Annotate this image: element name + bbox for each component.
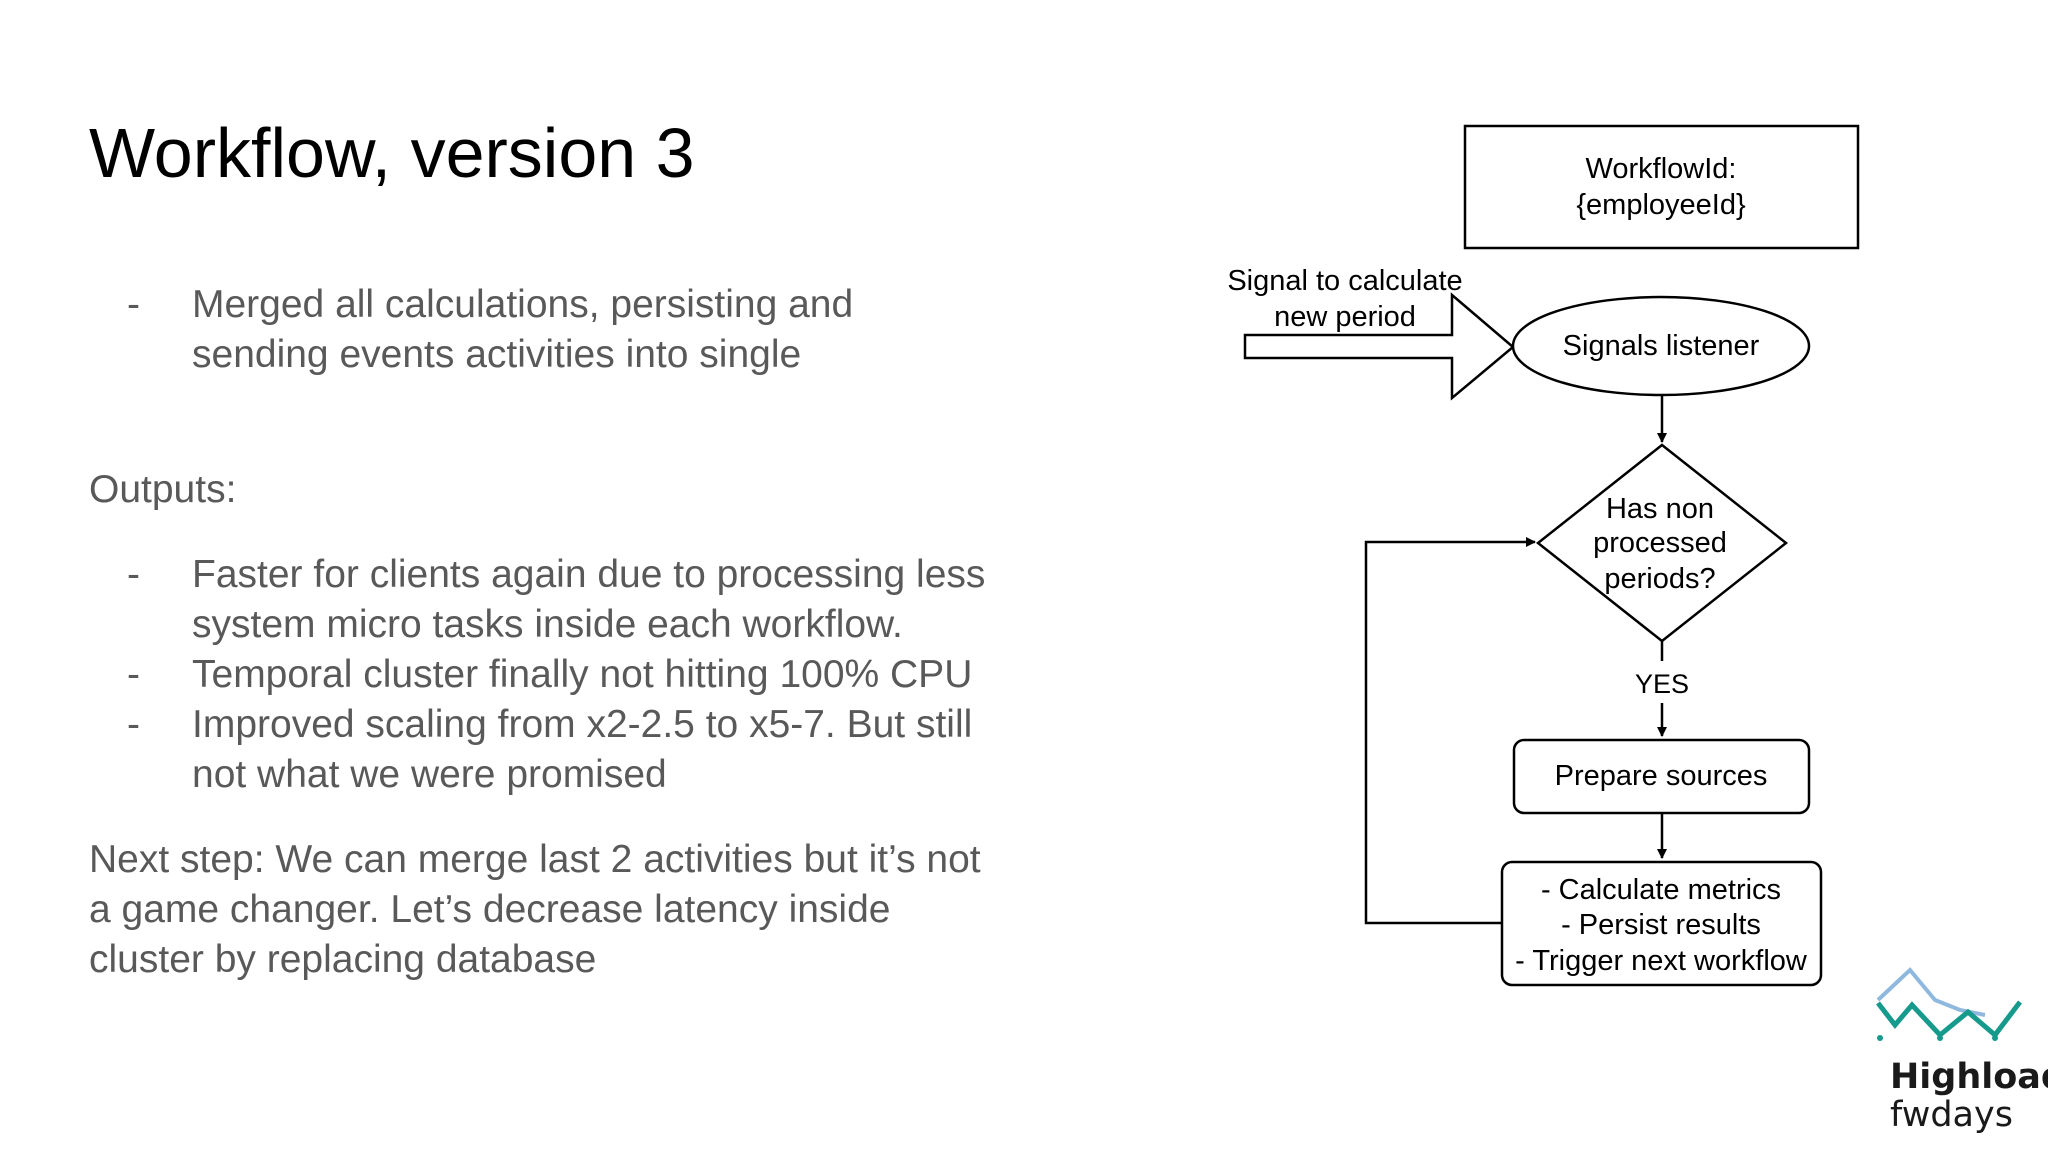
signals-listener-label: Signals listener	[1563, 330, 1760, 362]
highload-logo-mark	[1876, 967, 2022, 1041]
activity-label-line3: - Trigger next workflow	[1515, 945, 1808, 977]
bullet-line: Faster for clients again due to processi…	[192, 553, 986, 596]
bullet-text: Merged all calculations, persisting and …	[192, 280, 1022, 380]
next-step-line: cluster by replacing database	[89, 938, 597, 981]
bullet-line: sending events activities into single	[192, 333, 802, 376]
next-step-line: a game changer. Let’s decrease latency i…	[89, 888, 891, 931]
bullet-line: not what we were promised	[192, 753, 667, 796]
connector-loop-back	[1364, 537, 1536, 925]
bullet-dash: -	[127, 283, 140, 326]
workflow-id-value: {employeeId}	[1576, 189, 1746, 221]
prepare-sources-label: Prepare sources	[1555, 760, 1768, 792]
bullet-line: Temporal cluster finally not hitting 100…	[192, 653, 973, 696]
bullet-line: Merged all calculations, persisting and	[192, 283, 854, 326]
workflow-id-label: WorkflowId:	[1586, 153, 1737, 185]
bullet-text: Improved scaling from x2-2.5 to x5-7. Bu…	[192, 700, 1022, 800]
activity-label-line2: - Persist results	[1561, 909, 1761, 941]
next-step-line: Next step: We can merge last 2 activitie…	[89, 838, 981, 881]
bullet-text: Faster for clients again due to processi…	[192, 550, 1022, 650]
bullet-dash: -	[127, 703, 140, 746]
bullet-line: Improved scaling from x2-2.5 to x5-7. Bu…	[192, 703, 973, 746]
next-step-paragraph: Next step: We can merge last 2 activitie…	[89, 835, 1029, 985]
workflow-id-box	[1463, 124, 1860, 250]
logo-title: Highload	[1890, 1057, 2048, 1097]
activity-label-line1: - Calculate metrics	[1541, 874, 1781, 906]
bullet-text: Temporal cluster finally not hitting 100…	[192, 650, 1022, 700]
bullet-line: system micro tasks inside each workflow.	[192, 603, 903, 646]
signal-label-line2: new period	[1274, 301, 1416, 333]
yes-label: YES	[1635, 669, 1689, 699]
signal-arrow	[1243, 292, 1515, 401]
decision-label-line2: processed	[1593, 527, 1727, 559]
decision-label-line1: Has non	[1606, 493, 1714, 525]
bullet-dash: -	[127, 553, 140, 596]
bullet-dash: -	[127, 653, 140, 696]
signal-label-line1: Signal to calculate	[1227, 265, 1462, 297]
outputs-label: Outputs:	[89, 468, 237, 511]
slide-title: Workflow, version 3	[89, 114, 695, 192]
logo-subtitle: fwdays	[1890, 1095, 2013, 1135]
decision-label-line3: periods?	[1604, 563, 1715, 595]
